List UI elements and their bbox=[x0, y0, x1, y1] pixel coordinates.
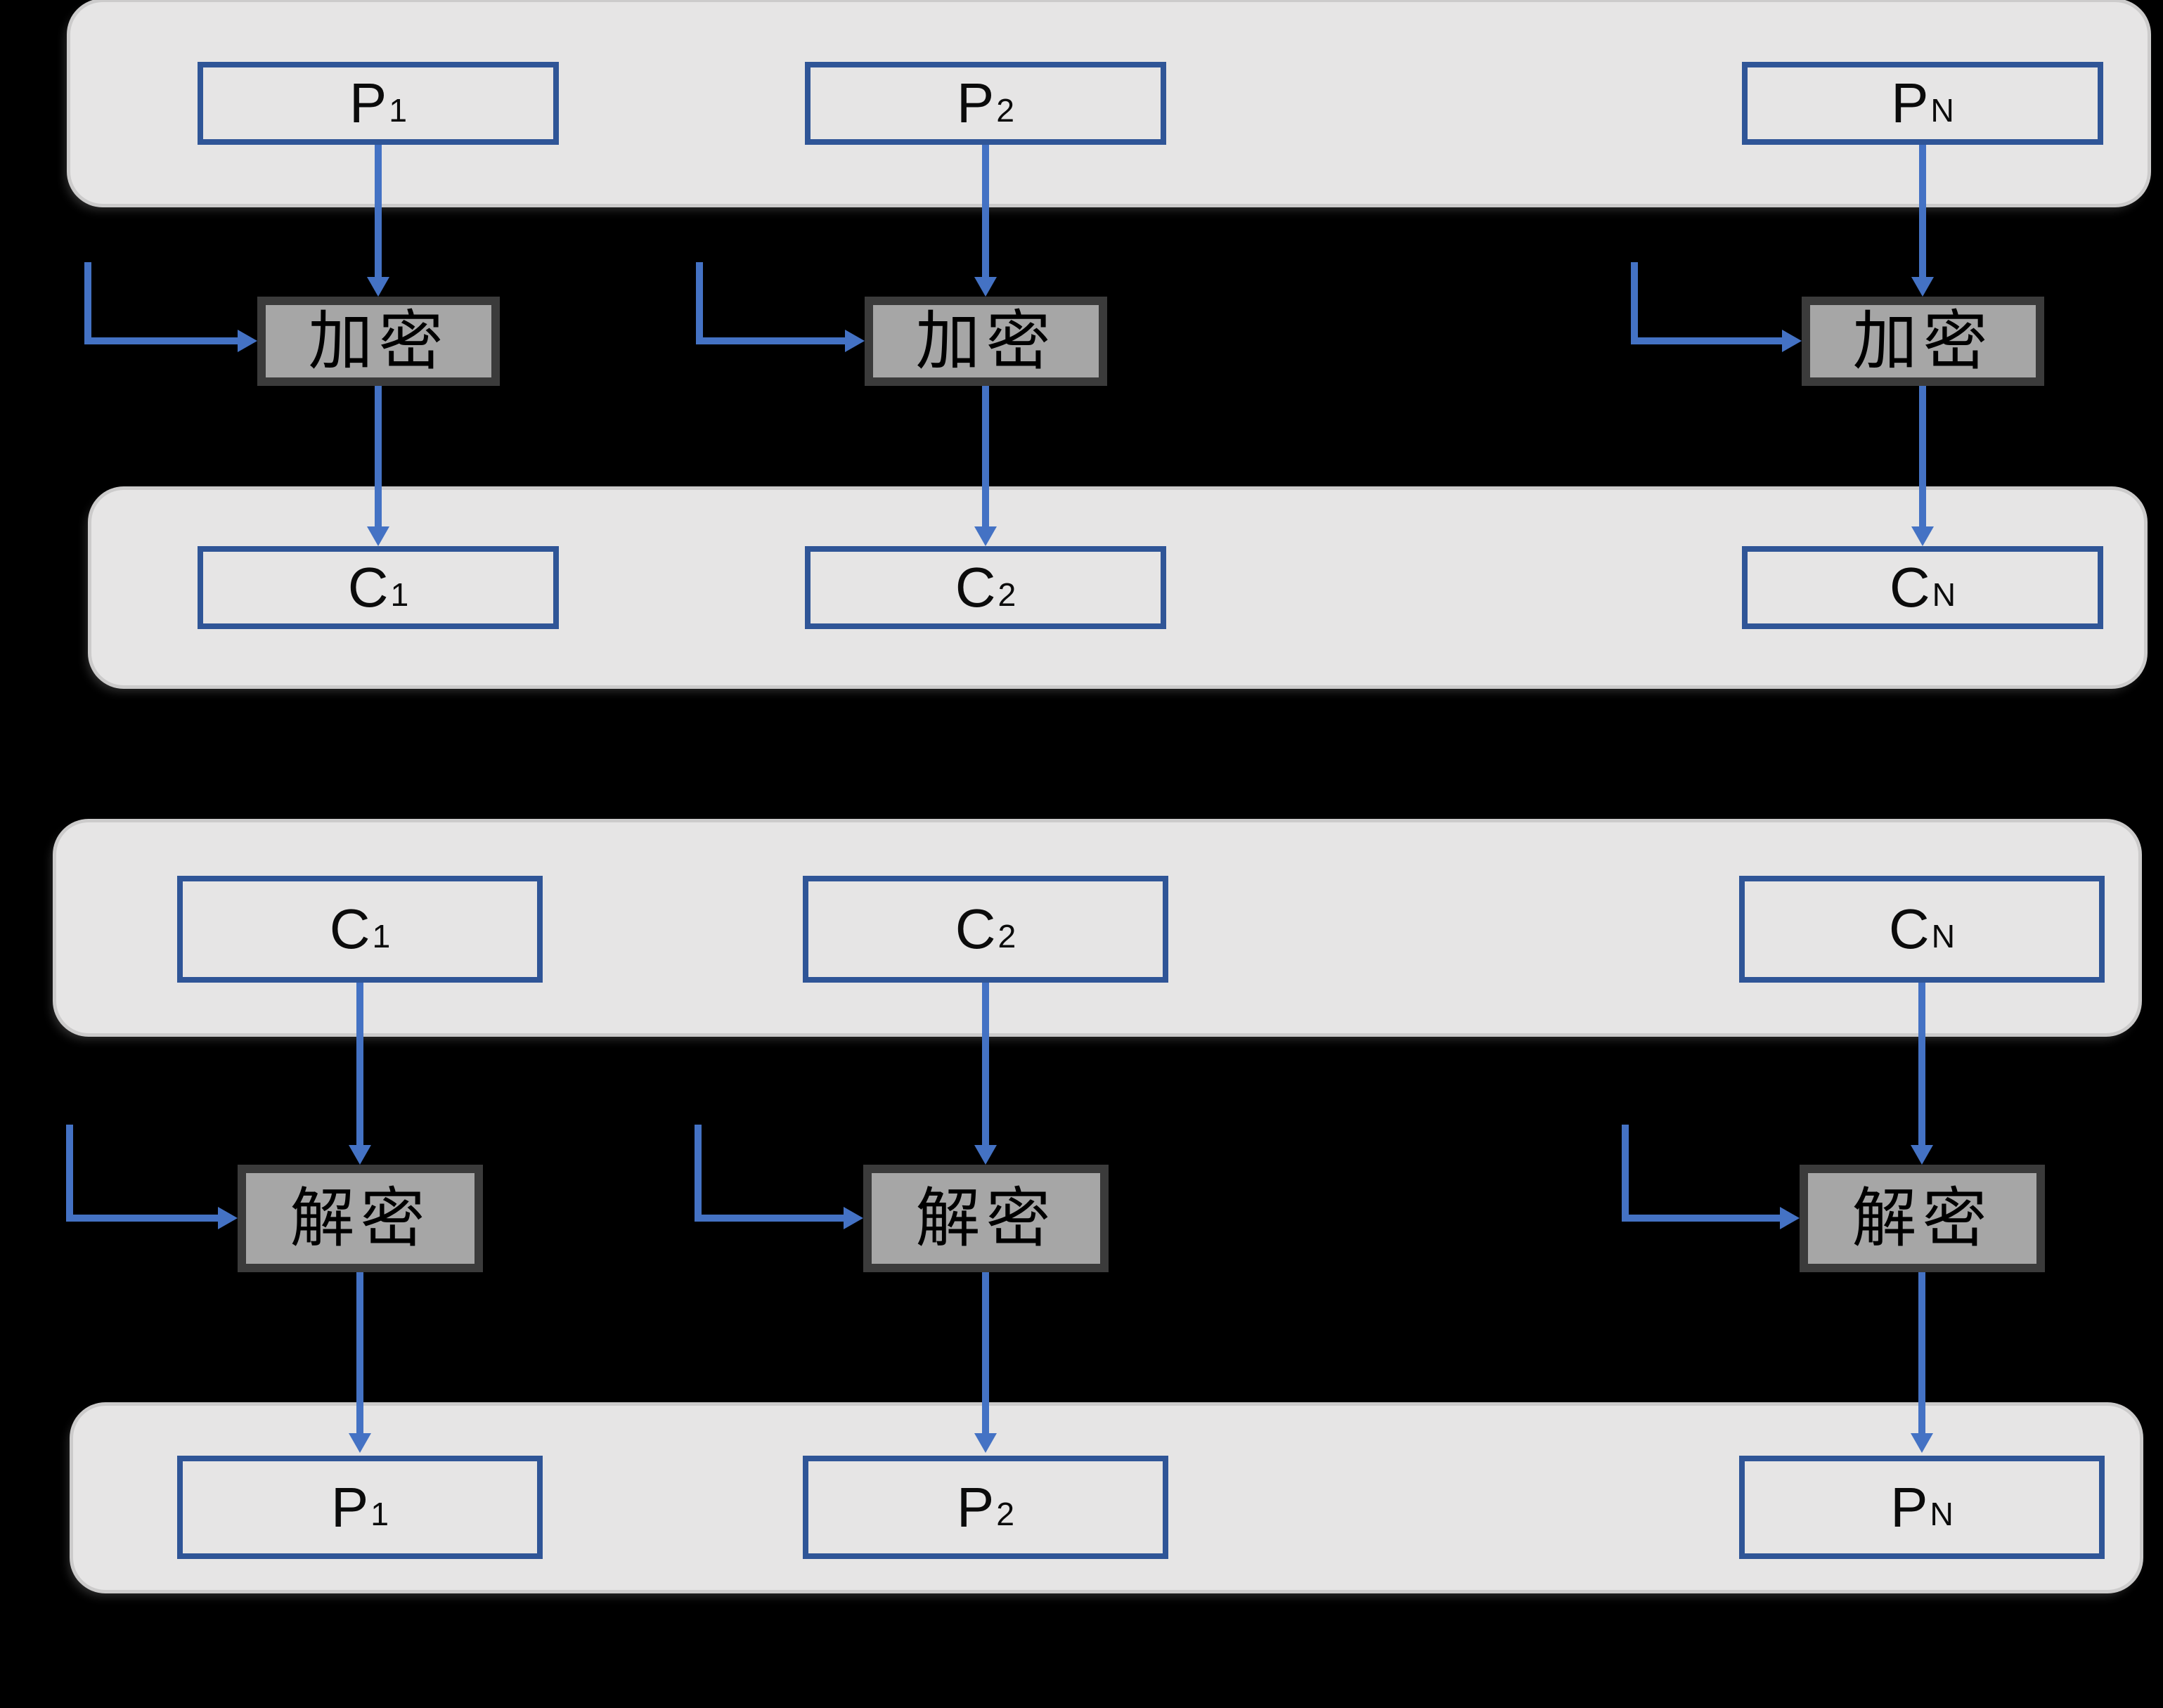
block-subscript: N bbox=[1930, 92, 1954, 129]
block-subscript: 1 bbox=[390, 576, 409, 614]
encrypt-label: 加密 bbox=[308, 305, 449, 377]
arrow-head bbox=[1911, 526, 1934, 546]
block-subscript: 2 bbox=[996, 1496, 1015, 1533]
block-label: P bbox=[349, 72, 387, 134]
decrypt-label: 解密 bbox=[290, 1182, 431, 1255]
arrow-head bbox=[218, 1207, 238, 1229]
arrow-decrypt-to-p2 bbox=[982, 1272, 989, 1433]
arrow-head bbox=[349, 1145, 371, 1165]
key-elbow-2-vertical bbox=[696, 262, 703, 344]
arrow-encrypt-to-cn bbox=[1919, 386, 1926, 526]
block-subscript: N bbox=[1930, 1496, 1954, 1533]
block-label: P bbox=[1890, 1475, 1928, 1539]
decrypt-label: 解密 bbox=[1852, 1182, 1993, 1255]
encrypt-label: 加密 bbox=[1852, 305, 1994, 377]
block-label: C bbox=[347, 556, 389, 619]
arrow-head bbox=[238, 330, 257, 352]
arrow-head bbox=[844, 1207, 863, 1229]
block-subscript: 2 bbox=[997, 918, 1016, 955]
arrow-p2-to-encrypt bbox=[982, 145, 989, 277]
arrow-head bbox=[1911, 1145, 1933, 1165]
decrypt-box-2: 解密 bbox=[863, 1165, 1109, 1272]
key-elbow-n-horizontal bbox=[1631, 337, 1783, 344]
block-subscript: N bbox=[1931, 918, 1956, 955]
arrow-head bbox=[367, 277, 389, 297]
block-label: C bbox=[329, 898, 370, 960]
arrow-encrypt-to-c2 bbox=[982, 386, 989, 526]
key-elbow-n-vertical bbox=[1622, 1125, 1629, 1222]
arrow-head bbox=[845, 330, 865, 352]
block-subscript: 2 bbox=[996, 92, 1015, 129]
block-label: P bbox=[330, 1475, 369, 1539]
arrow-head bbox=[974, 526, 997, 546]
block-subscript: 2 bbox=[997, 576, 1016, 614]
arrow-head bbox=[349, 1433, 371, 1453]
arrow-head bbox=[367, 526, 389, 546]
key-elbow-1-vertical bbox=[84, 262, 91, 344]
arrow-encrypt-to-c1 bbox=[375, 386, 382, 526]
encrypt-box-2: 加密 bbox=[865, 297, 1107, 386]
decrypt-box-1: 解密 bbox=[238, 1165, 483, 1272]
arrow-cn-to-decrypt bbox=[1918, 983, 1925, 1145]
block-label: C bbox=[1888, 898, 1930, 960]
key-elbow-1-vertical bbox=[66, 1125, 73, 1222]
decrypt-label: 解密 bbox=[915, 1182, 1057, 1255]
block-label: C bbox=[955, 898, 996, 960]
key-elbow-n-horizontal bbox=[1622, 1215, 1781, 1222]
key-elbow-2-horizontal bbox=[695, 1215, 845, 1222]
encrypt-label: 加密 bbox=[915, 305, 1057, 377]
arrow-head bbox=[1911, 1433, 1933, 1453]
block-label: P bbox=[956, 1475, 995, 1539]
block-subscript: 1 bbox=[372, 918, 391, 955]
encrypt-box-n: 加密 bbox=[1802, 297, 2044, 386]
arrow-head bbox=[974, 277, 997, 297]
key-elbow-n-vertical bbox=[1631, 262, 1638, 344]
key-elbow-2-horizontal bbox=[696, 337, 846, 344]
arrow-c1-to-decrypt bbox=[356, 983, 363, 1145]
block-label: P bbox=[956, 72, 995, 134]
key-elbow-1-horizontal bbox=[66, 1215, 219, 1222]
block-subscript: 1 bbox=[389, 92, 408, 129]
key-elbow-1-horizontal bbox=[84, 337, 239, 344]
arrow-head bbox=[974, 1433, 997, 1453]
encrypt-box-1: 加密 bbox=[257, 297, 500, 386]
block-subscript: N bbox=[1932, 576, 1956, 614]
arrow-decrypt-to-p1 bbox=[356, 1272, 363, 1433]
arrow-head bbox=[974, 1145, 997, 1165]
block-label: C bbox=[955, 556, 996, 619]
arrow-head bbox=[1782, 330, 1802, 352]
arrow-p1-to-encrypt bbox=[375, 145, 382, 277]
arrow-decrypt-to-pn bbox=[1918, 1272, 1925, 1433]
arrow-head bbox=[1780, 1207, 1800, 1229]
arrow-pn-to-encrypt bbox=[1919, 145, 1926, 277]
arrow-c2-to-decrypt bbox=[982, 983, 989, 1145]
block-label: C bbox=[1889, 556, 1930, 619]
arrow-head bbox=[1911, 277, 1934, 297]
block-label: P bbox=[1891, 72, 1929, 134]
decrypt-box-n: 解密 bbox=[1800, 1165, 2045, 1272]
key-elbow-2-vertical bbox=[695, 1125, 702, 1222]
block-subscript: 1 bbox=[370, 1496, 389, 1533]
